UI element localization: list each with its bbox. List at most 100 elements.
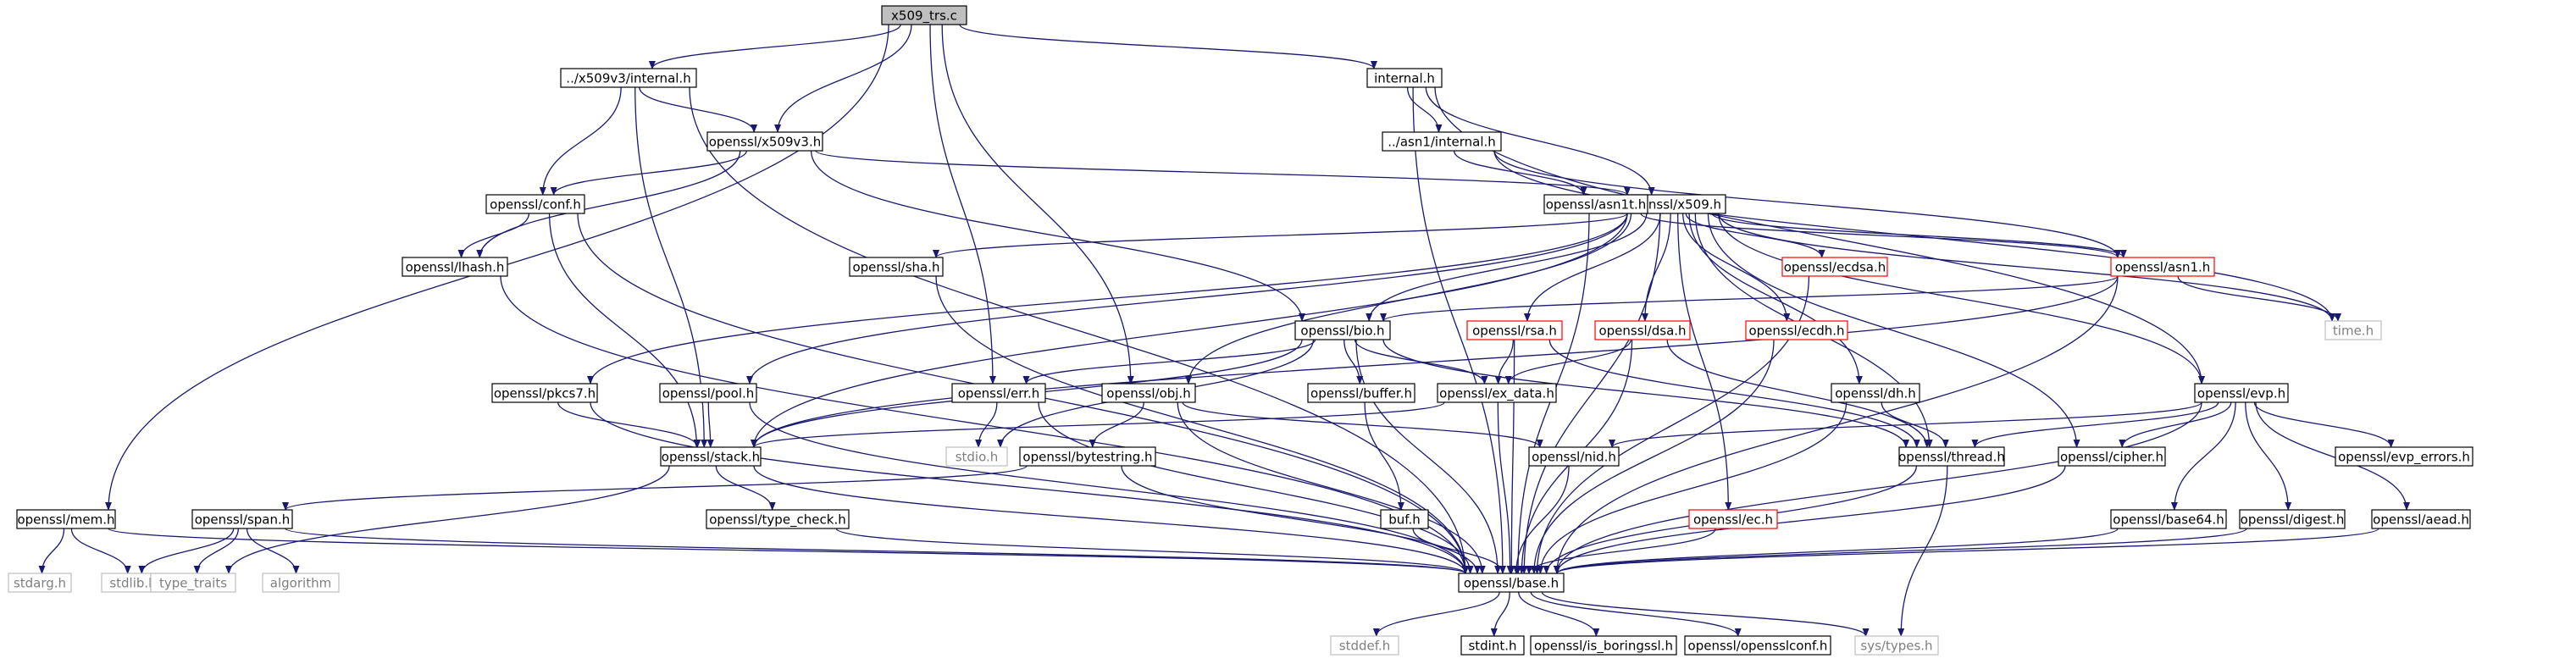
edge-openssl_ec-to-openssl_base: [1526, 528, 1716, 574]
edge-openssl_asn1-to-openssl_bio: [1380, 275, 2119, 322]
node-openssl-pool[interactable]: openssl/pool.h: [659, 383, 757, 403]
node-asn1-internal[interactable]: ../asn1/internal.h: [1382, 131, 1502, 152]
edge-openssl_asn1-to-openssl_stack: [751, 275, 2119, 448]
edge-openssl_mem-to-stdlib_h: [70, 528, 131, 574]
node-label: internal.h: [1374, 71, 1435, 86]
edge-openssl_err-to-stdio_h: [975, 401, 998, 448]
node-openssl-thread[interactable]: openssl/thread.h: [1898, 446, 2005, 467]
node-openssl-ecdsa[interactable]: openssl/ecdsa.h: [1781, 257, 1888, 277]
node-openssl-digest[interactable]: openssl/digest.h: [2239, 509, 2346, 529]
node-box: [881, 5, 967, 25]
node-openssl-evp[interactable]: openssl/evp.h: [2194, 383, 2289, 403]
node-box: [1898, 446, 2005, 467]
node-openssl-mem[interactable]: openssl/mem.h: [16, 509, 116, 529]
node-label: x509_trs.c: [891, 8, 957, 25]
node-openssl-conf[interactable]: openssl/conf.h: [485, 194, 585, 214]
node-openssl-stack[interactable]: openssl/stack.h: [660, 446, 762, 467]
node-openssl-evp-errors[interactable]: openssl/evp_errors.h: [2335, 446, 2474, 467]
node-openssl-dsa[interactable]: openssl/dsa.h: [1594, 320, 1691, 340]
node-label: openssl/cipher.h: [2060, 450, 2163, 465]
node-internal-h[interactable]: internal.h: [1366, 68, 1443, 88]
node-label: openssl/digest.h: [2241, 512, 2345, 528]
node-box: [1382, 131, 1502, 152]
edge-openssl_x509-to-openssl_evp: [1718, 213, 2205, 385]
node-openssl-base[interactable]: openssl/base.h: [1458, 573, 1565, 593]
node-openssl-is-boringssl[interactable]: openssl/is_boringssl.h: [1530, 635, 1677, 656]
node-openssl-span[interactable]: openssl/span.h: [191, 509, 293, 529]
node-openssl-buffer[interactable]: openssl/buffer.h: [1307, 383, 1415, 403]
edge-x509_trs_c-to-openssl_x509v3: [774, 24, 912, 133]
node-box: [1294, 320, 1391, 340]
node-openssl-type-check[interactable]: openssl/type_check.h: [706, 509, 850, 529]
node-openssl-rsa[interactable]: openssl/rsa.h: [1466, 320, 1563, 340]
node-label: openssl/conf.h: [490, 197, 581, 213]
edge-openssl_mem-to-openssl_base: [108, 528, 1469, 574]
node-algorithm[interactable]: algorithm: [262, 573, 340, 593]
node-sys-types[interactable]: sys/types.h: [1854, 635, 1939, 656]
edge-openssl_evp-to-openssl_evp_errors: [2253, 401, 2395, 448]
node-label: type_traits: [159, 576, 227, 592]
node-label: openssl/x509.h: [1625, 197, 1721, 213]
node-x509-trs-c[interactable]: x509_trs.c: [881, 5, 967, 25]
node-openssl-nid[interactable]: openssl/nid.h: [1528, 446, 1620, 467]
node-label: openssl/asn1t.h: [1546, 197, 1647, 213]
node-stddef-h[interactable]: stddef.h: [1330, 635, 1399, 656]
node-openssl-base64[interactable]: openssl/base64.h: [2110, 509, 2227, 529]
node-label: openssl/evp_errors.h: [2338, 450, 2470, 466]
edge-openssl_stack-to-openssl_base: [753, 465, 1469, 574]
edge-openssl_thread-to-sys_types: [1897, 465, 1948, 637]
node-stdlib-h[interactable]: stdlib.h: [101, 573, 165, 593]
node-openssl-x509v3[interactable]: openssl/x509v3.h: [706, 131, 823, 152]
node-box: [1528, 446, 1620, 467]
node-box: [1307, 383, 1415, 403]
node-openssl-aead[interactable]: openssl/aead.h: [2371, 509, 2471, 529]
node-openssl-opensslconf[interactable]: openssl/opensslconf.h: [1684, 635, 1831, 656]
node-openssl-ecdh[interactable]: openssl/ecdh.h: [1745, 320, 1848, 340]
node-openssl-bytestring[interactable]: openssl/bytestring.h: [1019, 446, 1156, 467]
edge-openssl_base-to-openssl_is_boringssl: [1518, 591, 1600, 637]
node-stdint-h[interactable]: stdint.h: [1460, 635, 1525, 656]
node-time-h[interactable]: time.h: [2324, 320, 2382, 340]
node-openssl-ex-data[interactable]: openssl/ex_data.h: [1437, 383, 1557, 403]
edge-openssl_stack-to-openssl_type_check: [715, 465, 776, 511]
node-label: openssl/dsa.h: [1598, 324, 1686, 339]
edge-openssl_rsa-to-openssl_ex_data: [1494, 339, 1514, 385]
node-label: openssl/is_boringssl.h: [1534, 639, 1673, 655]
node-openssl-ec[interactable]: openssl/ec.h: [1688, 509, 1778, 529]
node-openssl-bio[interactable]: openssl/bio.h: [1294, 320, 1391, 340]
node-box: [706, 509, 850, 529]
edge-internal_h-to-openssl_base: [1412, 86, 1506, 574]
node-box: [2110, 257, 2215, 277]
node-openssl-cipher[interactable]: openssl/cipher.h: [2058, 446, 2166, 467]
node-stdio-h[interactable]: stdio.h: [945, 446, 1008, 467]
node-openssl-sha[interactable]: openssl/sha.h: [849, 257, 944, 277]
node-buf-h[interactable]: buf.h: [1380, 509, 1429, 529]
node-box: [1854, 635, 1939, 656]
node-openssl-dh[interactable]: openssl/dh.h: [1831, 383, 1920, 403]
edge-openssl_x509-to-openssl_sha: [933, 213, 1628, 258]
edge-openssl_nid-to-openssl_base: [1512, 465, 1570, 574]
node-box: [402, 257, 508, 277]
node-box: [2058, 446, 2166, 467]
edge-openssl_span-to-algorithm: [246, 528, 300, 574]
node-openssl-err[interactable]: openssl/err.h: [951, 383, 1046, 403]
node-openssl-lhash[interactable]: openssl/lhash.h: [402, 257, 508, 277]
node-label: openssl/asn1.h: [2115, 260, 2211, 275]
node-openssl-pkcs7[interactable]: openssl/pkcs7.h: [491, 383, 598, 403]
edge-openssl_x509-to-openssl_ec: [1677, 213, 1732, 511]
node-label: openssl/stack.h: [662, 450, 760, 465]
node-box: [951, 383, 1046, 403]
edge-openssl_bio-to-openssl_base: [1355, 339, 1502, 574]
node-box: [8, 573, 72, 593]
node-label: time.h: [2333, 324, 2374, 339]
node-stdarg-h[interactable]: stdarg.h: [8, 573, 72, 593]
node-type-traits[interactable]: type_traits: [150, 573, 236, 593]
node-openssl-asn1[interactable]: openssl/asn1.h: [2110, 257, 2215, 277]
edge-openssl_evp-to-openssl_digest: [2245, 401, 2292, 511]
node-x509v3-internal[interactable]: ../x509v3/internal.h: [560, 68, 697, 88]
edge-openssl_x509-to-openssl_dh: [1688, 213, 1863, 385]
node-openssl-obj[interactable]: openssl/obj.h: [1101, 383, 1196, 403]
node-label: buf.h: [1388, 512, 1421, 528]
node-openssl-asn1t[interactable]: openssl/asn1t.h: [1543, 194, 1648, 214]
edge-openssl_span-to-type_traits: [193, 528, 240, 574]
